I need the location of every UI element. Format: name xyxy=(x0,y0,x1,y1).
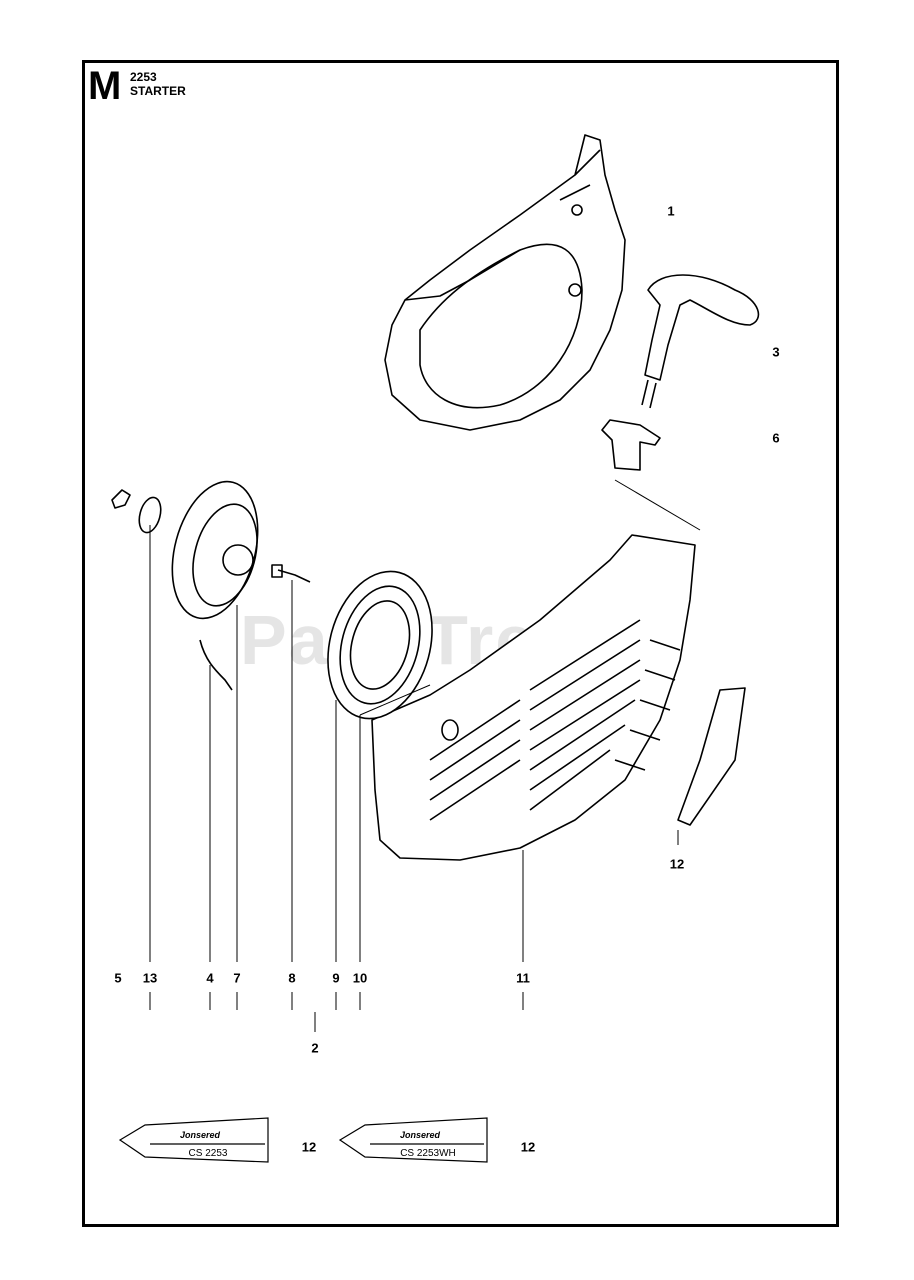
part-10-pulley xyxy=(327,570,433,720)
callout-12-side: 12 xyxy=(669,856,685,872)
callout-11: 11 xyxy=(516,970,530,986)
decal-cs2253 xyxy=(118,1117,269,1163)
decal-1-brand: Jonsered xyxy=(180,1130,221,1140)
part-6-bushing xyxy=(601,419,661,471)
decal-2-brand: Jonsered xyxy=(400,1130,441,1140)
callout-9: 9 xyxy=(332,970,340,986)
callout-12-decal-2: 12 xyxy=(520,1139,536,1155)
part-5-clip xyxy=(111,489,131,509)
callout-8: 8 xyxy=(288,970,296,986)
callout-1: 1 xyxy=(667,203,675,219)
part-8-screw xyxy=(277,569,311,583)
section-letter: M xyxy=(88,64,122,108)
part-4-spring xyxy=(199,639,233,691)
callout-3: 3 xyxy=(772,344,780,360)
section-title: STARTER xyxy=(130,84,186,98)
callout-12-decal-1: 12 xyxy=(301,1139,317,1155)
decal-1-model: CS 2253 xyxy=(189,1148,228,1159)
part-12-side-decal xyxy=(677,687,746,826)
callout-7: 7 xyxy=(233,970,241,986)
diagram-frame xyxy=(82,60,839,1227)
callout-10: 10 xyxy=(352,970,368,986)
decal-cs2253wh xyxy=(338,1117,488,1163)
callout-13: 13 xyxy=(142,970,158,986)
part-8-screw-head xyxy=(271,564,283,578)
decal-2-model: CS 2253WH xyxy=(400,1148,456,1159)
model-number: 2253 xyxy=(130,70,157,84)
part-1-cover xyxy=(384,134,626,431)
part-3-handle xyxy=(641,274,760,409)
part-13-washer xyxy=(138,496,162,534)
part-11-housing xyxy=(371,534,696,861)
callout-4: 4 xyxy=(206,970,214,986)
part-7-rope-pulley xyxy=(171,480,259,620)
leader-lines xyxy=(149,479,701,1032)
callout-5: 5 xyxy=(114,970,122,986)
callout-6: 6 xyxy=(772,430,780,446)
callout-2: 2 xyxy=(311,1040,319,1056)
